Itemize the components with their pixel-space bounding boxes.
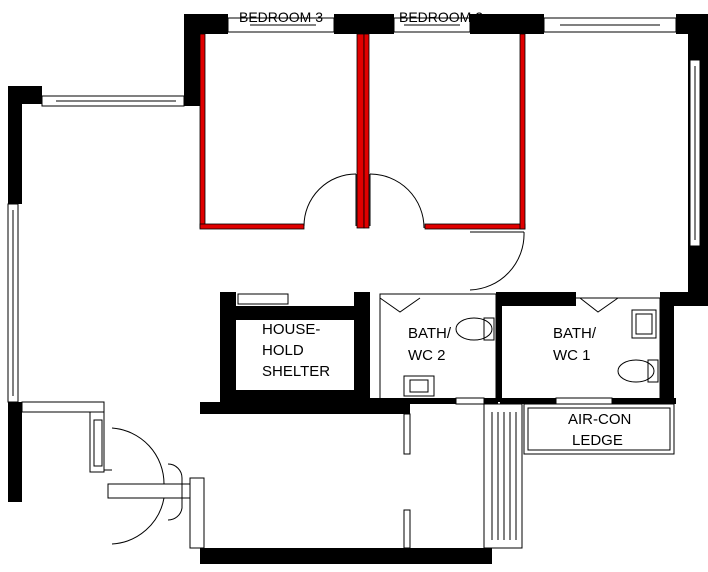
lower-area — [21, 401, 523, 549]
bath-wc1-label-line-2: WC 1 — [553, 347, 591, 364]
bath-wc2-label-line-1: BATH/ — [408, 325, 452, 342]
bath-wc2-label-line-2: WC 2 — [408, 347, 446, 364]
air-con-label-line-1: AIR-CON — [568, 411, 631, 428]
service-walls — [220, 292, 676, 410]
doors — [107, 173, 525, 545]
air-con-ledge — [523, 403, 675, 455]
bath-wc1-label-line-1: BATH/ — [553, 325, 597, 342]
shelter-label-line-1: HOUSE- — [262, 321, 320, 338]
bedroom-3-label: BEDROOM 3 — [239, 9, 323, 25]
bathroom-fixtures — [403, 309, 659, 397]
room-labels: BEDROOM 3 BEDROOM 2 HOUSE- HOLD SHELTER … — [239, 9, 631, 449]
bedroom-2-label: BEDROOM 2 — [399, 9, 483, 25]
air-con-label-line-2: LEDGE — [572, 432, 623, 449]
bedroom-partitions — [199, 33, 526, 230]
exterior-walls — [7, 14, 708, 564]
shelter-label-line-2: HOLD — [262, 342, 304, 359]
shelter-label-line-3: SHELTER — [262, 363, 330, 380]
